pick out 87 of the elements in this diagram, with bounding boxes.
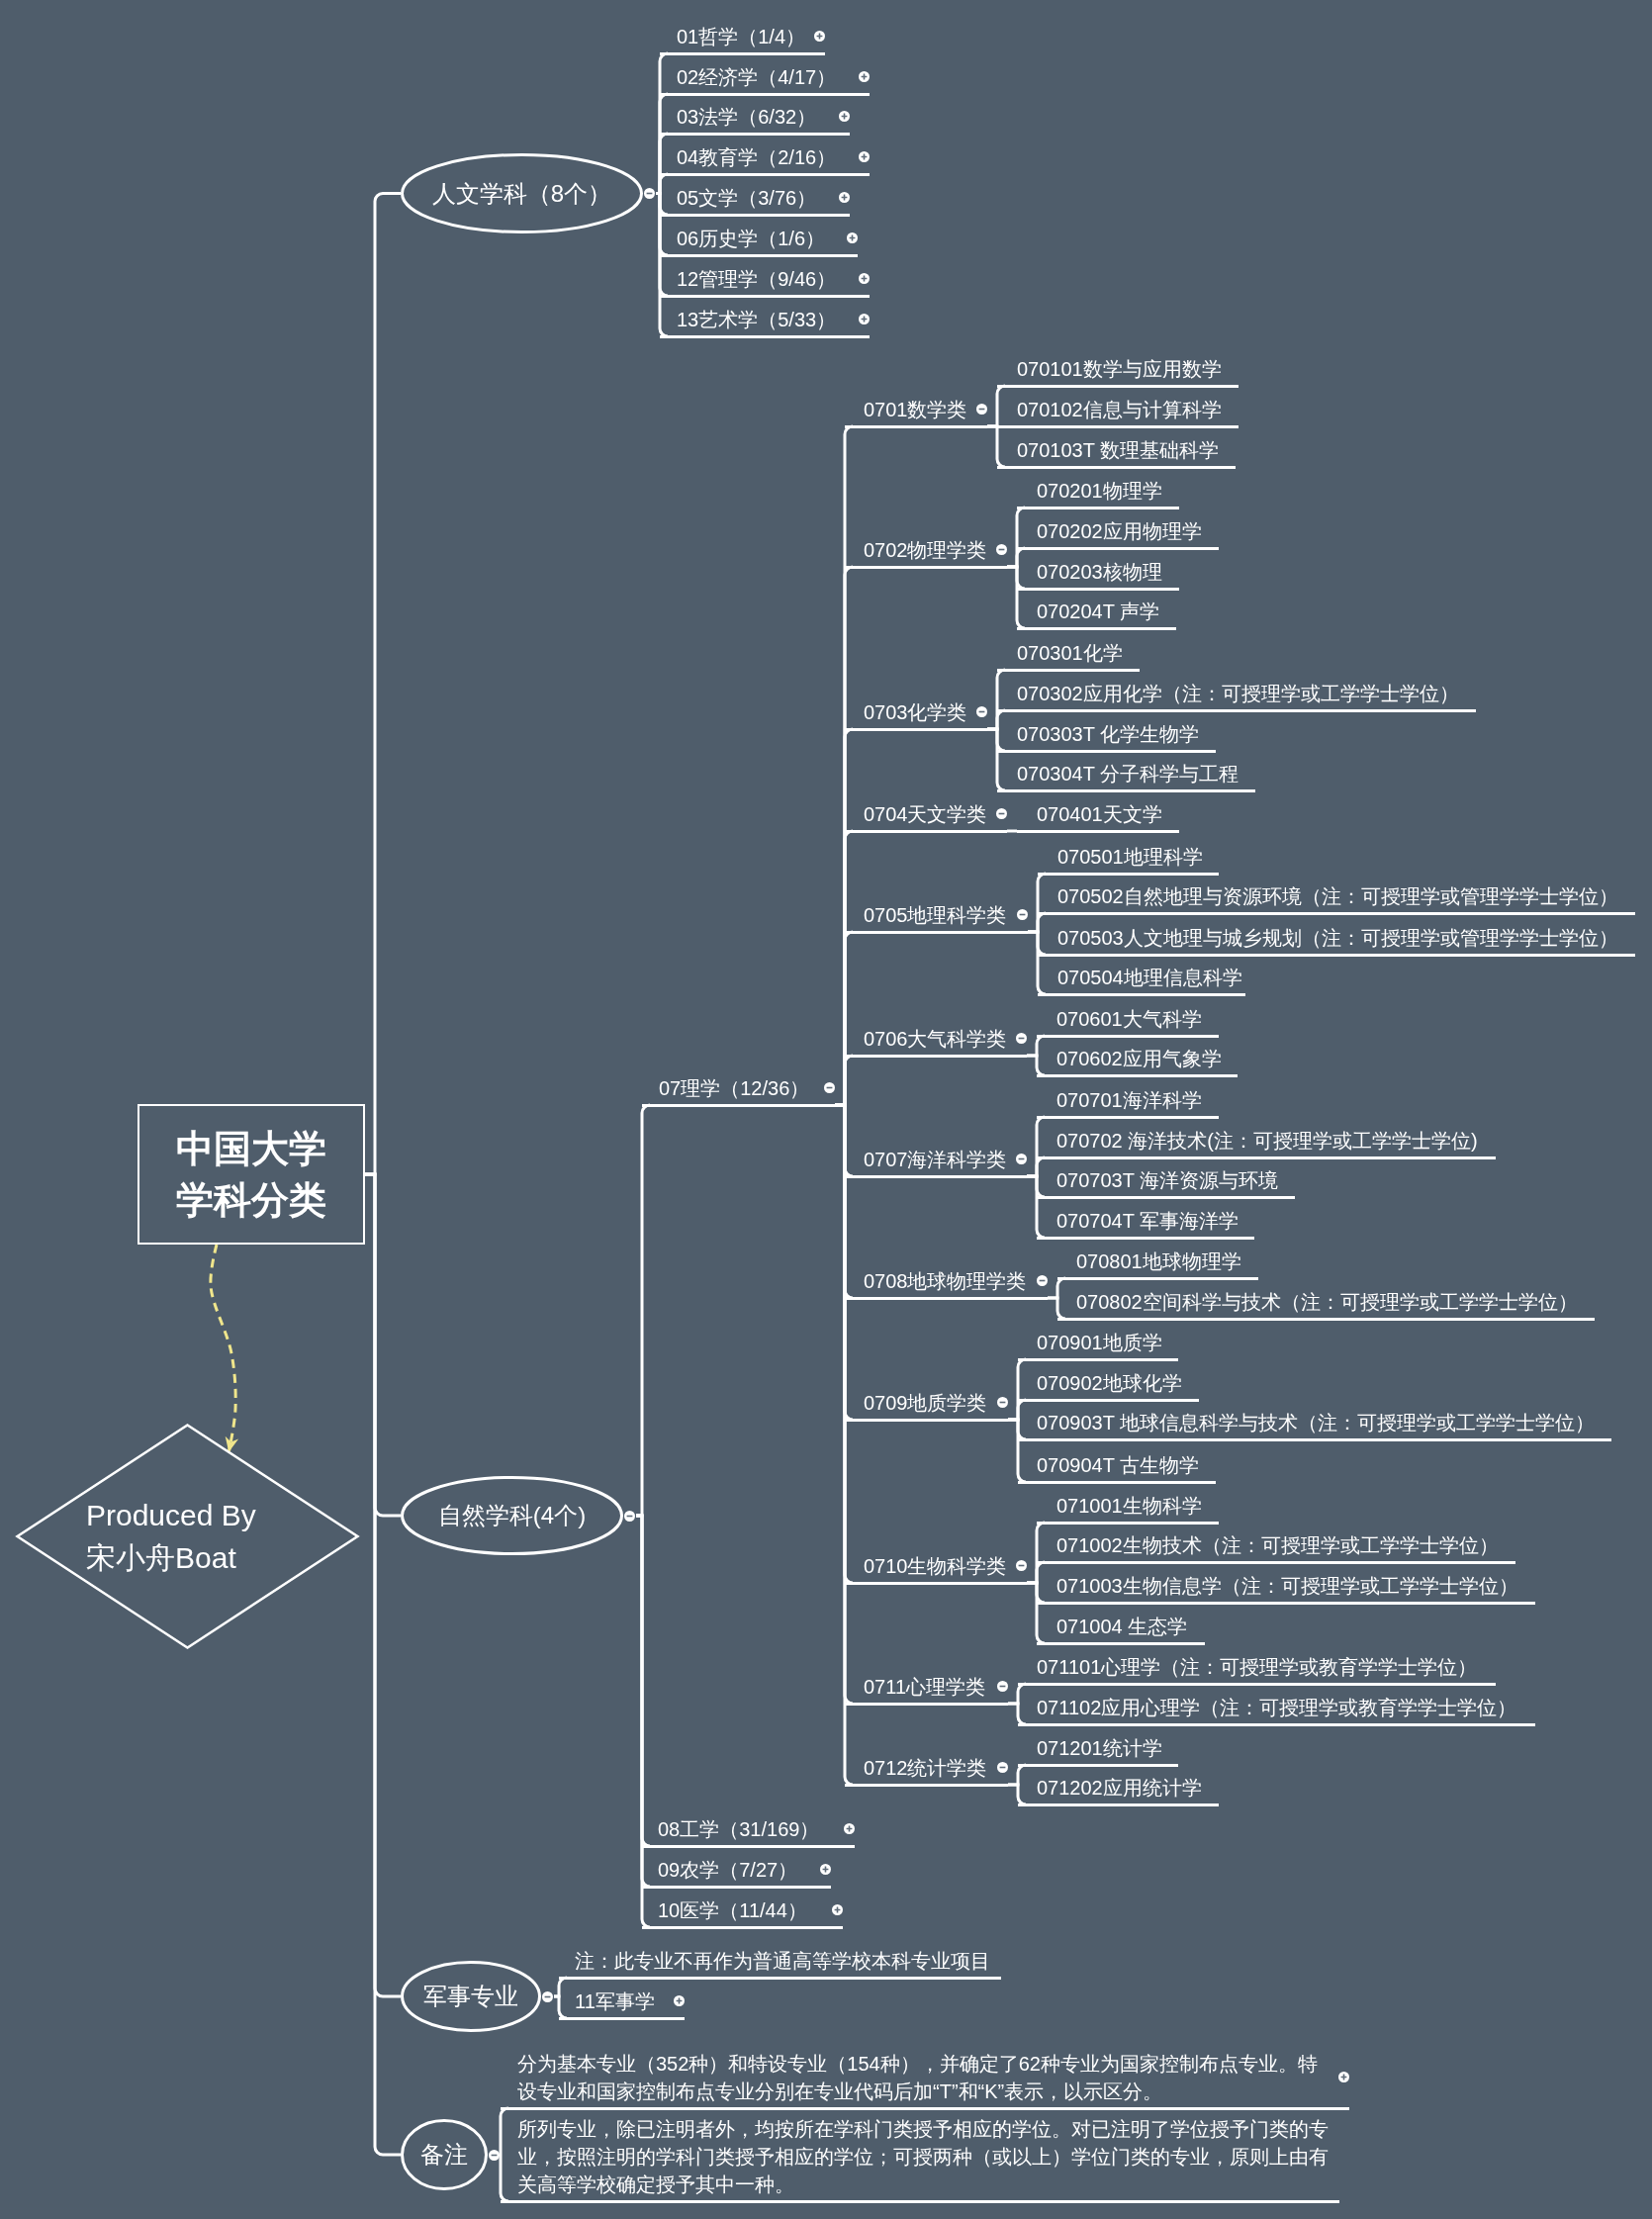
topic-label: 071001生物科学: [1056, 1493, 1202, 1519]
topic-label: 0706大气科学类: [864, 1026, 1007, 1052]
branch-line: [656, 192, 670, 338]
topic-label: 06历史学（1/6）: [677, 226, 826, 251]
topic-label: 070802空间科学与技术（注：可授理学或工学学士学位）: [1076, 1289, 1578, 1315]
branch-line: [987, 424, 1007, 469]
branch-line: [1027, 1581, 1047, 1645]
central-topic-box: [138, 1104, 365, 1245]
topic-label: 070602应用气象学: [1056, 1046, 1222, 1071]
branch-line: [1008, 1783, 1028, 1806]
topic-label: 070501地理科学: [1057, 844, 1203, 870]
topic-label: 01哲学（1/4）: [677, 24, 806, 49]
topic-label: 070503人文地理与城乡规划（注：可授理学或管理学学士学位）: [1057, 925, 1618, 951]
topic-label: 071002生物技术（注：可授理学或工学学士学位）: [1056, 1532, 1499, 1558]
topic-label: 070701海洋科学: [1056, 1087, 1202, 1113]
branch-label: 备注: [420, 2140, 468, 2170]
branch-line: [554, 1994, 569, 2020]
topic-label: 12管理学（9/46）: [677, 266, 837, 292]
topic-label: 0705地理科学类: [864, 902, 1007, 928]
dashed-arrow: [209, 1244, 239, 1452]
topic-label: 0709地质学类: [864, 1390, 987, 1416]
topic-label: 070401天文学: [1037, 801, 1162, 827]
topic-label: 08工学（31/169）: [658, 1816, 820, 1842]
topic-label: 10医学（11/44）: [658, 1897, 807, 1923]
topic-label: 070601大气科学: [1056, 1006, 1202, 1032]
topic-label: 0703化学类: [864, 699, 967, 725]
topic-label: 071004 生态学: [1056, 1614, 1188, 1639]
topic-label: 071101心理学（注：可授理学或教育学学士学位）: [1037, 1654, 1478, 1680]
topic-label: 070903T 地球信息科学与技术（注：可授理学或工学学士学位）: [1037, 1410, 1596, 1435]
topic-label: 注：此专业不再作为普通高等学校本科专业项目: [575, 1948, 990, 1974]
topic-label: 070904T 古生物学: [1037, 1452, 1200, 1478]
branch-line: [1027, 1054, 1047, 1077]
topic-label: 070901地质学: [1037, 1330, 1162, 1355]
topic-label: 02经济学（4/17）: [677, 64, 837, 90]
topic-label: 070204T 声学: [1037, 599, 1160, 624]
topic-label: 071003生物信息学（注：可授理学或工学学士学位）: [1056, 1573, 1518, 1599]
branch-line: [987, 727, 1007, 792]
central-topic-text: 中国大学学科分类: [175, 1127, 327, 1223]
topic-label: 09农学（7/27）: [658, 1857, 798, 1883]
topic-label: 070504地理信息科学: [1057, 965, 1242, 990]
topic-label: 070102信息与计算科学: [1017, 397, 1222, 422]
topic-label: 13艺术学（5/33）: [677, 307, 837, 332]
topic-label: 0708地球物理学类: [864, 1268, 1027, 1294]
branch-line: [1007, 565, 1027, 630]
topic-label: 070303T 化学生物学: [1017, 721, 1200, 747]
topic-label: 03法学（6/32）: [677, 104, 817, 130]
topic-label: 070103T 数理基础科学: [1017, 437, 1220, 463]
topic-label: 070704T 军事海洋学: [1056, 1208, 1239, 1234]
topic-label: 070301化学: [1017, 640, 1123, 666]
branch-label: 人文学科（8个）: [431, 178, 612, 209]
topic-label: 0712统计学类: [864, 1755, 987, 1781]
topic-label: 070702 海洋技术(注：可授理学或工学学士学位): [1056, 1128, 1478, 1154]
topic-label: 070502自然地理与资源环境（注：可授理学或管理学学士学位）: [1057, 883, 1618, 909]
topic-label: 070302应用化学（注：可授理学或工学学士学位）: [1017, 681, 1459, 706]
credit-text: Produced By 宋小舟Boat: [86, 1498, 257, 1576]
topic-label: 071201统计学: [1037, 1735, 1162, 1761]
topic-label: 070101数学与应用数学: [1017, 356, 1222, 382]
topic-label: 05文学（3/76）: [677, 185, 817, 211]
topic-label: 070703T 海洋资源与环境: [1056, 1167, 1279, 1193]
topic-label: 11军事学: [575, 1988, 655, 2014]
topic-label: 070304T 分子科学与工程: [1017, 761, 1239, 786]
branch-label: 军事专业: [423, 1982, 518, 2011]
topic-label: 0711心理学类: [864, 1674, 985, 1700]
topic-label: 0702物理学类: [864, 537, 987, 563]
topic-label: 071202应用统计学: [1037, 1775, 1202, 1801]
topic-label: 0707海洋科学类: [864, 1147, 1007, 1172]
topic-label: 070201物理学: [1037, 478, 1162, 504]
topic-label: 0710生物科学类: [864, 1553, 1007, 1579]
topic-label: 070801地球物理学: [1076, 1248, 1241, 1274]
branch-line: [1008, 1702, 1028, 1726]
branch-label: 自然学科(4个): [437, 1501, 587, 1530]
topic-label: 070202应用物理学: [1037, 518, 1202, 544]
branch-line: [1008, 1418, 1028, 1484]
topic-label: 071102应用心理学（注：可授理学或教育学学士学位）: [1037, 1695, 1517, 1720]
topic-label: 0704天文学类: [864, 801, 987, 827]
branch-line: [1027, 1174, 1047, 1240]
topic-label: 04教育学（2/16）: [677, 144, 837, 170]
topic-label: 070902地球化学: [1037, 1370, 1182, 1396]
branch-line: [1028, 930, 1048, 996]
topic-label: 07理学（12/36）: [659, 1075, 810, 1101]
branch-line: [1007, 829, 1017, 833]
note-text: 分为基本专业（352种）和特设专业（154种），并确定了62种专业为国家控制布点专业。特设专业和国家控制布点专业分别在专业代码后加“T”和“K”表示，以示区分。: [517, 2051, 1319, 2104]
topic-label: 070203核物理: [1037, 559, 1162, 585]
note-text: 所列专业，除已注明者外，均按所在学科门类授予相应的学位。对已注明了学位授予门类的专业，按照注明的学科门类授予相应的学位；可授两种（或以上）学位门类的专业，原则上由有关高等学校确定授予其中一种。: [517, 2116, 1330, 2197]
branch-line: [1048, 1296, 1067, 1321]
topic-label: 0701数学类: [864, 397, 967, 422]
branch-line: [499, 2153, 510, 2203]
